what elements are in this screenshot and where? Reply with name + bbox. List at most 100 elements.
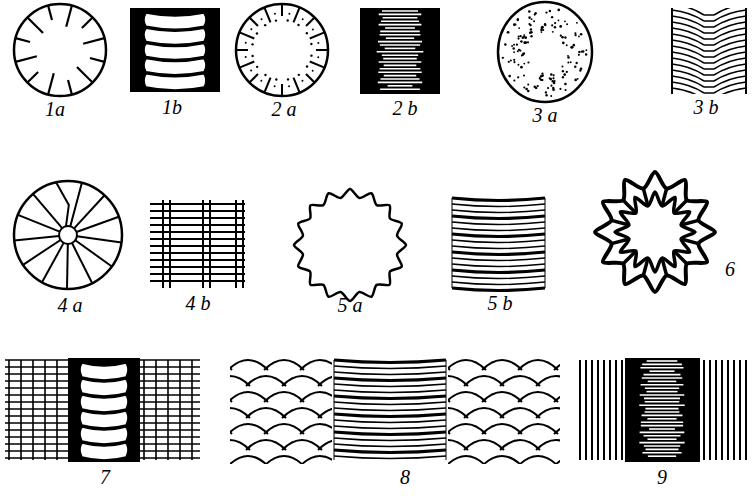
pore-dot <box>550 95 552 97</box>
petal-divider <box>662 189 667 206</box>
pore-dot <box>567 61 569 63</box>
scale-arc <box>264 360 304 370</box>
grid-line <box>140 387 200 389</box>
grid-line <box>150 217 245 219</box>
grid-line <box>140 359 200 361</box>
scale-arc <box>300 424 332 434</box>
radial-canal <box>27 72 38 83</box>
petal-divider <box>681 220 698 225</box>
figure-label: 5 b <box>488 292 513 314</box>
wall-striation <box>642 415 683 417</box>
pore-dot <box>522 53 525 56</box>
pore-dot <box>523 86 525 88</box>
grid-line <box>5 387 68 389</box>
cell-segment <box>144 13 206 29</box>
scale-arc <box>300 392 332 402</box>
grid-line <box>140 457 200 459</box>
pore-dot <box>523 75 525 77</box>
pore-dot <box>517 18 519 20</box>
cell-segment <box>144 43 206 59</box>
figure-label: 3 a <box>533 104 558 126</box>
fiber-line <box>727 360 729 460</box>
annular-band <box>334 402 446 405</box>
pore-dot <box>523 63 525 65</box>
figure-label: 1a <box>45 98 65 120</box>
pore-dot <box>312 29 314 31</box>
radial-canal <box>16 56 37 62</box>
cell-segment <box>80 363 128 380</box>
longitudinal-view-4b <box>150 200 245 288</box>
pore-dot <box>504 43 507 46</box>
pore-dot <box>517 64 519 66</box>
scale-arc <box>282 376 322 386</box>
pore-dot <box>566 23 568 25</box>
grid-line <box>140 415 200 417</box>
annular-band <box>452 258 545 261</box>
pore-dot <box>552 77 554 79</box>
grid-line <box>140 366 200 368</box>
cross-section-1a <box>14 4 106 96</box>
annular-band <box>452 246 545 249</box>
annular-band <box>334 414 446 417</box>
grid-line <box>150 252 245 254</box>
pore-dot <box>513 59 515 61</box>
cuticle-scales <box>448 360 560 464</box>
pore-dot <box>530 35 532 37</box>
fiber-line <box>621 360 623 460</box>
wall-striation <box>377 51 424 53</box>
scale-arc <box>230 424 268 434</box>
fibril-line <box>704 44 714 46</box>
wall-striation <box>381 20 419 22</box>
scale-arc <box>246 376 286 386</box>
cross-section-3a <box>498 2 592 102</box>
cell-segment <box>144 28 206 44</box>
band-edge <box>545 198 546 288</box>
grid-line <box>150 238 245 240</box>
grid-line <box>20 360 22 460</box>
wall-striation <box>641 421 683 423</box>
pore-dot <box>508 61 510 63</box>
pore-dot <box>567 55 569 57</box>
fibril-line <box>704 80 714 82</box>
longitudinal-view-3b <box>672 8 746 94</box>
annular-band <box>334 396 446 399</box>
radial-canal <box>83 38 104 44</box>
section-outline <box>14 181 122 289</box>
pore-dot <box>275 78 277 80</box>
dark-ground <box>360 8 440 94</box>
pore-dot <box>521 54 523 56</box>
pore-dot <box>519 35 521 37</box>
scale-arc <box>554 424 560 434</box>
pore-dot <box>573 44 576 47</box>
pore-dot <box>562 70 564 72</box>
pore-dot <box>541 79 543 81</box>
pore-dot <box>558 20 560 22</box>
pore-dot <box>559 25 562 28</box>
wall-striation <box>378 82 422 84</box>
scale-arc <box>282 440 322 450</box>
pore-dot <box>264 24 266 26</box>
fiber-line <box>597 360 599 460</box>
fiber-line <box>579 360 581 460</box>
grid-line <box>169 200 171 288</box>
fibril-curve <box>672 88 704 94</box>
radial-canal <box>16 38 30 42</box>
pore-dot <box>310 54 312 56</box>
fiber-line <box>609 360 611 460</box>
grid-line <box>56 360 58 460</box>
radial-canal <box>293 78 299 93</box>
annular-band <box>452 264 545 267</box>
scale-arc <box>536 440 560 450</box>
wall-striation <box>645 401 680 403</box>
figure-label: 3 b <box>694 96 719 118</box>
pore-dot <box>528 23 530 25</box>
scale-arc <box>518 392 558 402</box>
wall-striation <box>647 438 676 440</box>
pore-dot <box>288 85 290 87</box>
grid-line <box>140 380 200 382</box>
wall-striation <box>646 449 679 451</box>
annular-band <box>334 438 446 441</box>
wall-striation <box>382 10 418 12</box>
figure-label: 4 a <box>58 294 83 316</box>
wall-striation <box>382 54 418 56</box>
